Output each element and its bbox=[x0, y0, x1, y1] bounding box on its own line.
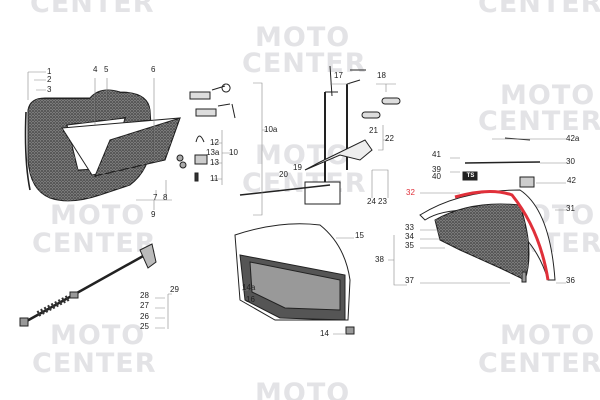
glove-box bbox=[24, 89, 181, 202]
callout-label: 35 bbox=[405, 241, 414, 250]
lock-parts bbox=[176, 83, 236, 182]
callout-label: 1 bbox=[47, 67, 52, 76]
callout-label: 7 bbox=[153, 193, 158, 202]
watermark: CENTER bbox=[478, 106, 600, 137]
watermark: CENTER bbox=[478, 0, 600, 19]
leader-lines bbox=[27, 71, 566, 335]
callout-label: 28 bbox=[140, 291, 149, 300]
callout-label: 14 bbox=[320, 329, 329, 338]
callout-label: 20 bbox=[279, 170, 288, 179]
callout-label: 10 bbox=[229, 148, 238, 157]
callout-label: 12 bbox=[210, 138, 219, 147]
callout-label: 3 bbox=[47, 85, 52, 94]
callout-label: 30 bbox=[566, 157, 575, 166]
callout-label: 2 bbox=[47, 75, 52, 84]
callout-label: 34 bbox=[405, 232, 414, 241]
leg-shield bbox=[234, 223, 355, 335]
ts-badge: TS bbox=[466, 173, 475, 179]
callout-label: 29 bbox=[170, 285, 179, 294]
callout-label: 16 bbox=[246, 295, 255, 304]
callout-label: 41 bbox=[432, 150, 441, 159]
watermark: CENTER bbox=[32, 228, 157, 259]
watermark: CENTER bbox=[242, 48, 367, 79]
highlighted-trim-strip bbox=[454, 190, 550, 281]
callout-label: 27 bbox=[140, 301, 149, 310]
callout-label: 11 bbox=[210, 174, 219, 183]
callout-label: 31 bbox=[566, 204, 575, 213]
callout-label: 19 bbox=[293, 163, 302, 172]
callout-label: 39 bbox=[432, 165, 441, 174]
rod-assembly bbox=[19, 243, 157, 327]
callout-label: 25 bbox=[140, 322, 149, 331]
watermark: CENTER bbox=[478, 348, 600, 379]
callout-label: 42a bbox=[566, 134, 580, 143]
watermark: MOTO bbox=[255, 378, 351, 400]
watermark: MOTO bbox=[50, 200, 146, 231]
callout-label: 26 bbox=[140, 312, 149, 321]
callout-label: 24 bbox=[367, 197, 376, 206]
watermark: MOTO bbox=[255, 22, 351, 53]
callout-label: 15 bbox=[355, 231, 364, 240]
callout-label: 9 bbox=[151, 210, 156, 219]
callout-label: 37 bbox=[405, 276, 414, 285]
callout-label: 6 bbox=[151, 65, 156, 74]
callout-label: 22 bbox=[385, 134, 394, 143]
callout-label: 42 bbox=[567, 176, 576, 185]
callout-label: 8 bbox=[163, 193, 168, 202]
callout-label: 13a bbox=[206, 148, 220, 157]
callout-label: 36 bbox=[566, 276, 575, 285]
callout-label: 17 bbox=[334, 71, 343, 80]
callout-label: 33 bbox=[405, 223, 414, 232]
callout-label: 40 bbox=[432, 172, 441, 181]
watermark: CENTER bbox=[32, 348, 157, 379]
watermark: MOTO bbox=[50, 320, 146, 351]
callout-label: 14a bbox=[242, 283, 256, 292]
callout-label: 23 bbox=[378, 197, 387, 206]
callout-label: 21 bbox=[369, 126, 378, 135]
callout-label: 13 bbox=[210, 158, 219, 167]
callout-label-highlighted: 32 bbox=[406, 188, 415, 197]
callout-label: 38 bbox=[375, 255, 384, 264]
callout-label: 4 bbox=[93, 65, 98, 74]
callout-label: 5 bbox=[104, 65, 109, 74]
mudguard bbox=[419, 137, 556, 283]
callout-label: 18 bbox=[377, 71, 386, 80]
watermark: MOTO bbox=[500, 320, 596, 351]
support-bracket bbox=[239, 65, 401, 205]
watermark: MOTO bbox=[500, 80, 596, 111]
callout-label: 10a bbox=[264, 125, 278, 134]
watermark: CENTER bbox=[30, 0, 155, 19]
